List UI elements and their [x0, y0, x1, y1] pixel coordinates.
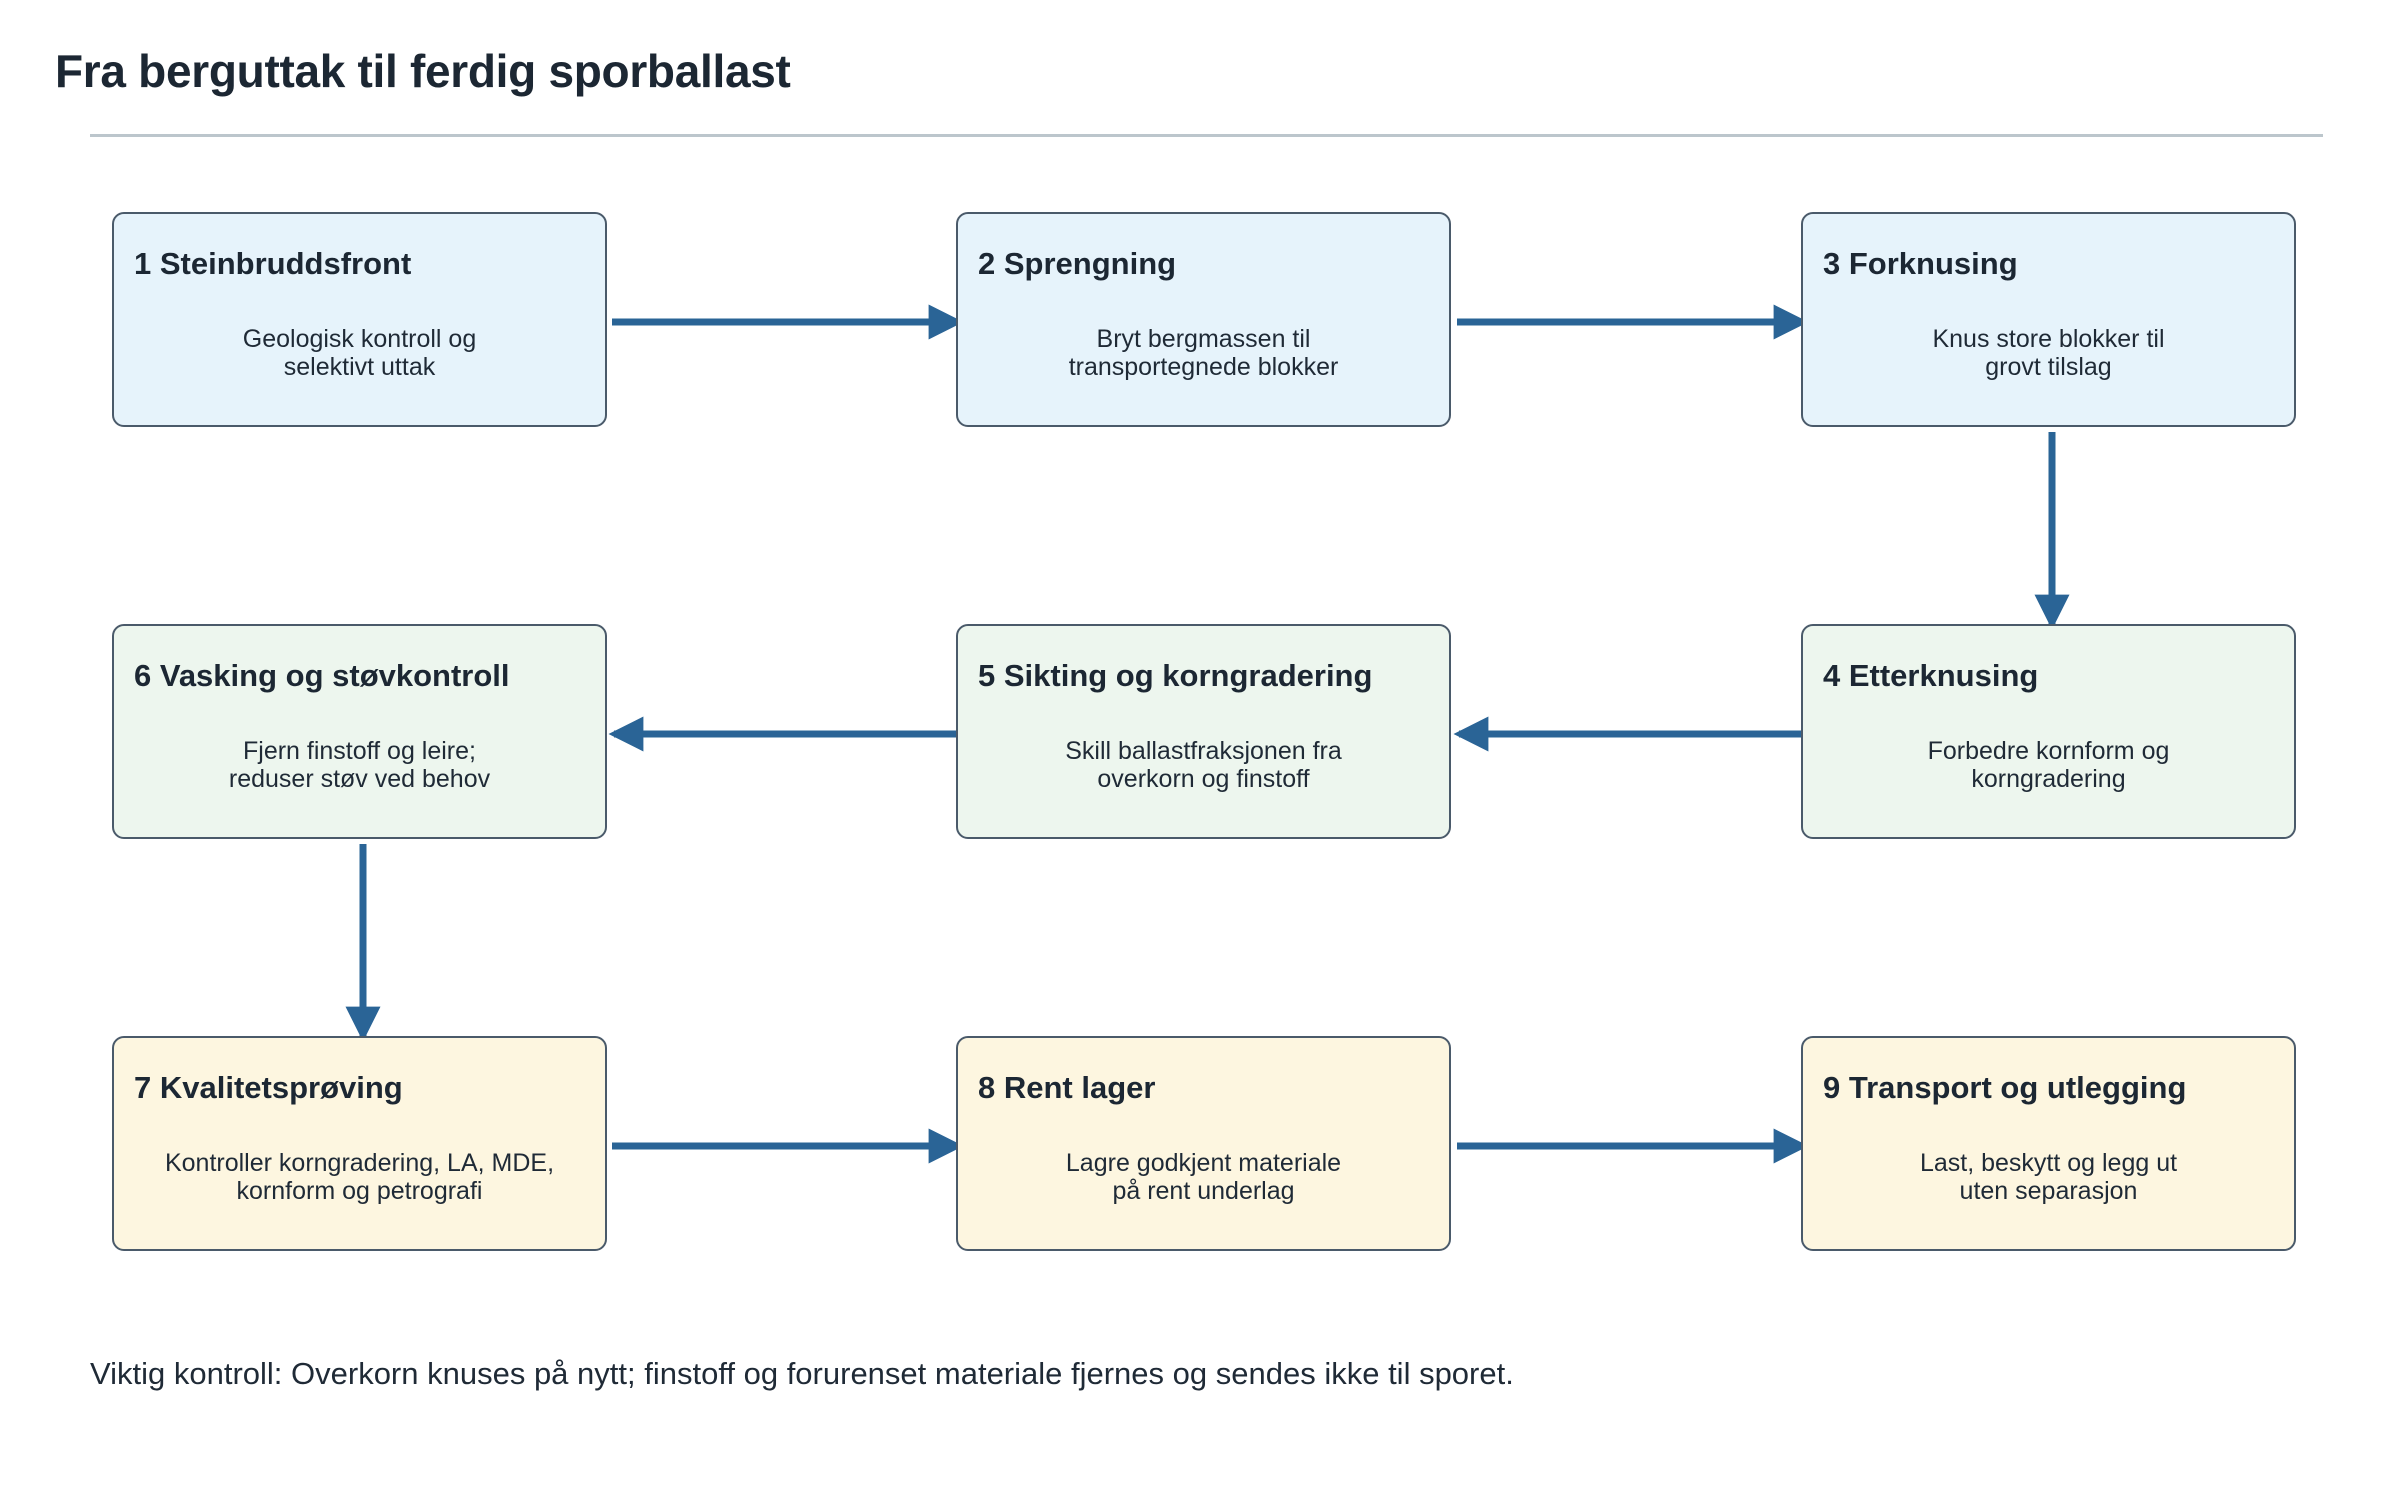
- step-4-title: 4 Etterknusing: [1823, 658, 2039, 693]
- step-3-title: 3 Forknusing: [1823, 246, 2018, 281]
- step-7-description: Kontroller korngradering, LA, MDE,kornfo…: [164, 1149, 555, 1205]
- step-5-box: 5 Sikting og korngradering Skill ballast…: [956, 624, 1451, 839]
- footnote: Viktig kontroll: Overkorn knuses på nytt…: [90, 1356, 1514, 1391]
- step-9-title: 9 Transport og utlegging: [1823, 1070, 2187, 1105]
- step-1-box: 1 Steinbruddsfront Geologisk kontroll og…: [112, 212, 607, 427]
- page-title: Fra berguttak til ferdig sporballast: [55, 45, 791, 97]
- step-6-box: 6 Vasking og støvkontroll Fjern finstoff…: [112, 624, 607, 839]
- step-8-title: 8 Rent lager: [978, 1070, 1156, 1105]
- step-6-title: 6 Vasking og støvkontroll: [134, 658, 510, 693]
- step-2-title: 2 Sprengning: [978, 246, 1177, 281]
- step-5-title: 5 Sikting og korngradering: [978, 658, 1373, 693]
- step-7-title: 7 Kvalitetsprøving: [134, 1070, 403, 1105]
- title-divider: [90, 134, 2323, 137]
- step-1-title: 1 Steinbruddsfront: [134, 246, 412, 281]
- step-6-description: Fjern finstoff og leire;reduser støv ved…: [228, 737, 491, 793]
- step-9-box: 9 Transport og utlegging Last, beskytt o…: [1801, 1036, 2296, 1251]
- step-7-box: 7 Kvalitetsprøving Kontroller korngrader…: [112, 1036, 607, 1251]
